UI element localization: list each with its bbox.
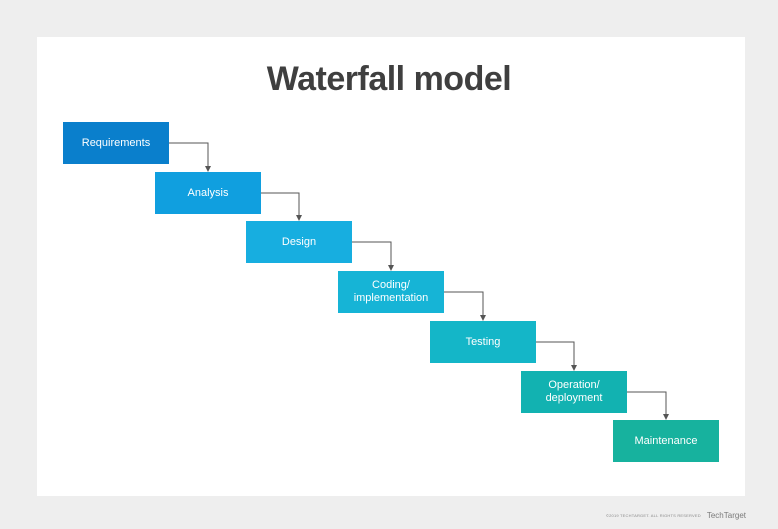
techtarget-logo: TechTarget <box>706 511 746 520</box>
step-operation-deployment[interactable]: Operation/ deployment <box>521 371 627 413</box>
step-testing[interactable]: Testing <box>430 321 536 363</box>
connector-arrow <box>627 391 669 420</box>
copyright-text: ©2019 TECHTARGET. ALL RIGHTS RESERVED <box>605 513 701 518</box>
step-coding-implementation[interactable]: Coding/ implementation <box>338 271 444 313</box>
diagram-title: Waterfall model <box>266 60 512 98</box>
step-analysis[interactable]: Analysis <box>155 172 261 214</box>
step-requirements[interactable]: Requirements <box>63 122 169 164</box>
connector-arrow <box>352 241 394 271</box>
connector-arrow <box>261 192 302 221</box>
footer: ©2019 TECHTARGET. ALL RIGHTS RESERVED Te… <box>606 511 746 520</box>
step-maintenance[interactable]: Maintenance <box>613 420 719 462</box>
connector-arrow <box>444 291 486 321</box>
connector-arrow <box>536 341 577 371</box>
connector-arrow <box>169 142 211 172</box>
step-design[interactable]: Design <box>246 221 352 263</box>
